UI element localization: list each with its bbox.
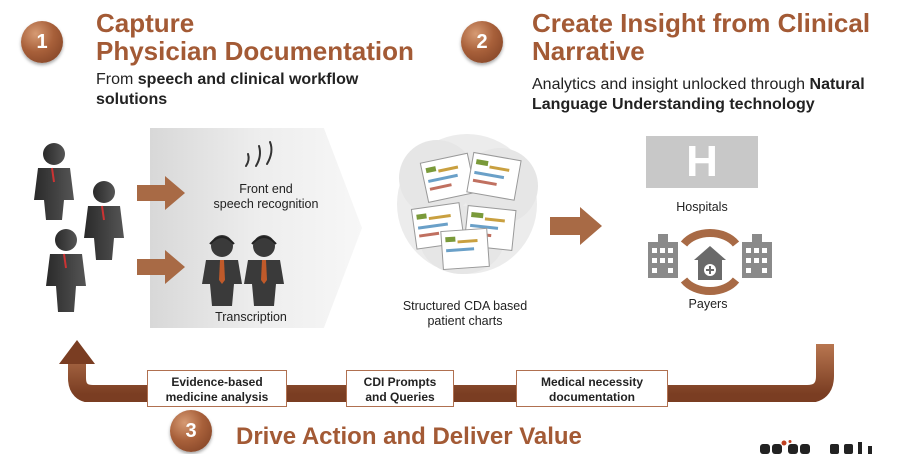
evidence-medicine-line2: medicine analysis: [165, 390, 269, 404]
step-1-title-line2: Physician Documentation: [96, 36, 414, 66]
step-2-title-line2: Narrative: [532, 36, 645, 66]
step-1-subtitle-plain: From: [96, 71, 138, 88]
arrow-speech-icon: [137, 176, 185, 210]
step-1-title: Capture Physician Documentation: [96, 9, 414, 65]
company-logo-icon: [760, 440, 872, 454]
step-3-badge: 3: [170, 410, 212, 452]
cdi-prompts-box: CDI Prompts and Queries: [346, 370, 454, 407]
step-2-title-line1: Create Insight from Clinical: [532, 8, 871, 38]
speech-recognition-line1: Front end: [239, 182, 293, 196]
transcriptionists-icon: [202, 235, 284, 306]
hospital-letter: H: [686, 137, 718, 186]
transcription-label: Transcription: [215, 310, 287, 324]
hospital-icon: H: [646, 136, 758, 188]
speech-recognition-label: Front end speech recognition: [196, 182, 336, 212]
arrow-insight-icon: [550, 207, 602, 245]
evidence-medicine-box: Evidence-based medicine analysis: [147, 370, 287, 407]
step-2-subtitle: Analytics and insight unlocked through N…: [532, 75, 920, 115]
medical-necessity-line1: Medical necessity: [540, 375, 644, 389]
cdi-prompts-line1: CDI Prompts: [363, 375, 437, 389]
step-2-subtitle-plain: Analytics and insight unlocked through: [532, 76, 810, 93]
cdi-prompts-line2: and Queries: [365, 390, 435, 404]
patient-charts-line2: patient charts: [427, 314, 503, 328]
medical-necessity-line2: documentation: [549, 390, 635, 404]
patient-charts-label: Structured CDA based patient charts: [380, 299, 550, 329]
physicians-group-icon: [34, 143, 124, 312]
speech-recognition-line2: speech recognition: [213, 197, 319, 211]
step-1-subtitle-bold: speech and clinical workflow solutions: [96, 71, 359, 108]
sound-waves-icon: [245, 141, 273, 167]
medical-necessity-box: Medical necessity documentation: [516, 370, 668, 407]
arrow-transcription-icon: [137, 250, 185, 284]
step-2-title: Create Insight from Clinical Narrative: [532, 9, 870, 65]
step-2-badge: 2: [461, 21, 503, 63]
payers-icon: [648, 228, 772, 296]
step-3-title: Drive Action and Deliver Value: [236, 423, 582, 450]
step-1-subtitle: From speech and clinical workflow soluti…: [96, 70, 416, 110]
step-1-badge: 1: [21, 21, 63, 63]
step-1-title-line1: Capture: [96, 8, 195, 38]
step-2-subtitle-bold: Natural Language Understanding technolog…: [532, 76, 865, 113]
hospitals-label: Hospitals: [676, 200, 728, 214]
evidence-medicine-line1: Evidence-based: [171, 375, 263, 389]
patient-charts-line1: Structured CDA based: [402, 299, 528, 313]
patient-charts-icon: [397, 134, 538, 274]
payers-label: Payers: [688, 297, 728, 311]
